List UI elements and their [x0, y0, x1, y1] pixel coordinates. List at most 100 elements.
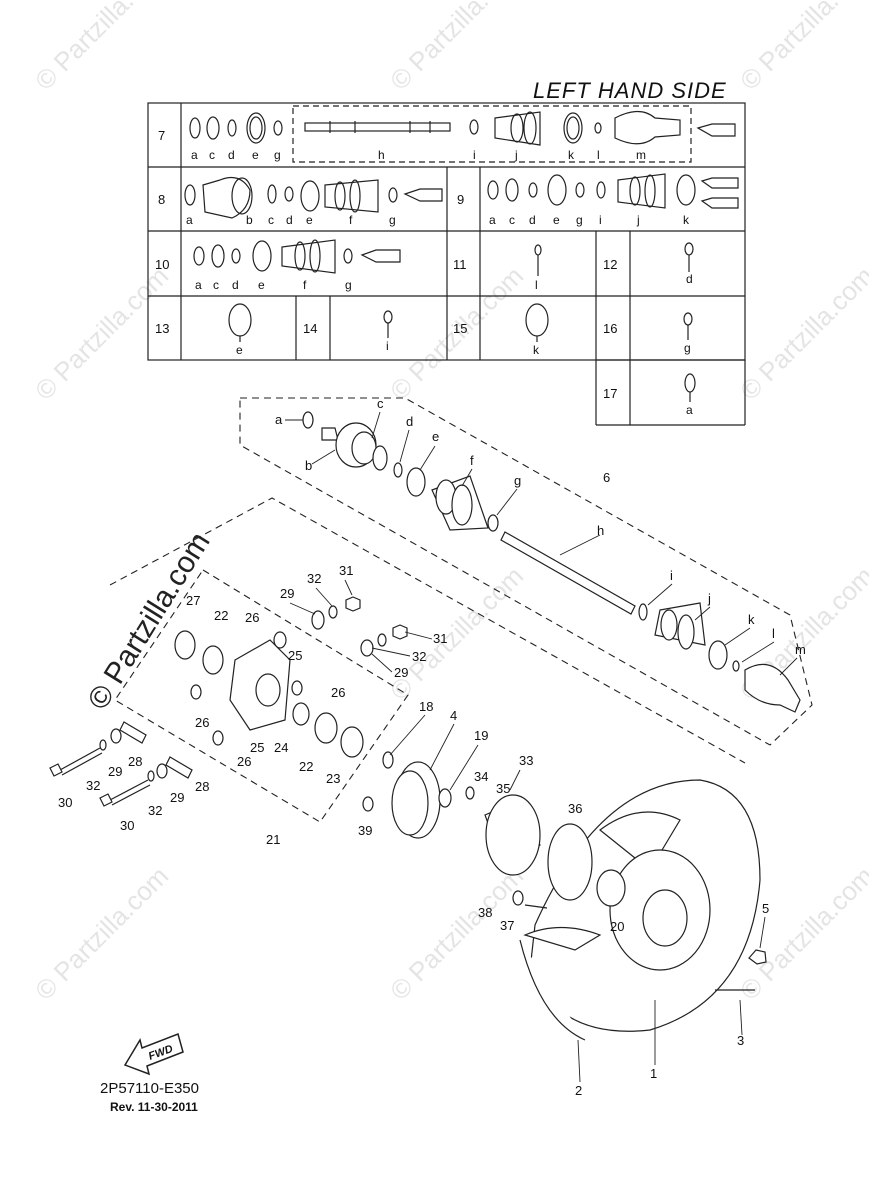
callout-label: 28 — [195, 779, 209, 794]
callout-label: 26 — [237, 754, 251, 769]
callout-label: 36 — [568, 801, 582, 816]
kit-number: 12 — [603, 257, 617, 272]
callout-label: 25 — [288, 648, 302, 663]
callout-label: 26 — [195, 715, 209, 730]
kit-8-parts — [184, 177, 443, 219]
callout-label: 26 — [245, 610, 259, 625]
kit-number: 8 — [158, 192, 165, 207]
callout-label: f — [470, 453, 474, 468]
kit-number: 11 — [453, 257, 467, 272]
callout-label: 2 — [575, 1083, 582, 1098]
kit-10-letter: g — [345, 278, 352, 292]
kit-table — [147, 102, 746, 426]
callout-label: k — [748, 612, 755, 627]
callout-label: 22 — [299, 759, 313, 774]
kit-7-letter: i — [473, 148, 476, 162]
kit-7-letter: e — [252, 148, 259, 162]
diagram-code: 2P57110-E350 — [100, 1080, 199, 1097]
kit-11-letter: l — [535, 278, 538, 292]
kit-10-letter: f — [303, 278, 307, 292]
callout-label: 4 — [450, 708, 457, 723]
callout-label: 20 — [610, 919, 624, 934]
callout-label: 35 — [496, 781, 510, 796]
kit-9-letter: k — [683, 213, 690, 227]
kit-12-letter: d — [686, 272, 693, 286]
callout-label: a — [275, 412, 283, 427]
callout-label: 6 — [603, 470, 610, 485]
callout-label: 5 — [762, 901, 769, 916]
kit-14-letter: i — [386, 339, 389, 353]
kit-7-letter: c — [209, 148, 215, 162]
single-kit-parts — [228, 242, 696, 402]
kit-8-letter: b — [246, 213, 253, 227]
kit-7-parts — [189, 110, 736, 146]
callout-label: m — [795, 642, 806, 657]
kit-number: 16 — [603, 321, 617, 336]
kit-8-letter: a — [186, 213, 193, 227]
drive-shaft — [302, 411, 801, 713]
callout-label: 22 — [214, 608, 228, 623]
kit-7-letter: g — [274, 148, 281, 162]
callout-label: 29 — [170, 790, 184, 805]
kit-10-letter: c — [213, 278, 219, 292]
callout-label: 29 — [394, 665, 408, 680]
kit-number: 15 — [453, 321, 467, 336]
kit-10-parts — [193, 239, 401, 274]
callout-label: j — [707, 591, 711, 606]
callout-label: i — [670, 568, 673, 583]
kit-8-letter: f — [349, 213, 353, 227]
kit-9-letter: d — [529, 213, 536, 227]
kit-9-letter: g — [576, 213, 583, 227]
diagram-revision: Rev. 11-30-2011 — [110, 1100, 198, 1114]
callout-label: 32 — [307, 571, 321, 586]
kit-7-letter: l — [597, 148, 600, 162]
callout-label: 37 — [500, 918, 514, 933]
callout-label: 21 — [266, 832, 280, 847]
callout-label: d — [406, 414, 413, 429]
diagram-title: LEFT HAND SIDE — [533, 78, 727, 103]
kit-10-letter: e — [258, 278, 265, 292]
callout-label: 26 — [331, 685, 345, 700]
kit-number: 7 — [158, 128, 165, 143]
callout-label: c — [377, 396, 384, 411]
knuckle-parts — [49, 596, 408, 807]
callout-label: 1 — [650, 1066, 657, 1081]
callout-label: 32 — [148, 803, 162, 818]
callout-label: 39 — [358, 823, 372, 838]
kit-17-letter: a — [686, 403, 693, 417]
callout-label: 32 — [86, 778, 100, 793]
kit-7-letter: m — [636, 148, 646, 162]
assembly-outlines — [109, 397, 813, 823]
callout-label: 27 — [186, 593, 200, 608]
callout-label: 32 — [412, 649, 426, 664]
kit-16-letter: g — [684, 341, 691, 355]
callout-label: 3 — [737, 1033, 744, 1048]
kit-15-letter: k — [533, 343, 540, 357]
callout-label: 38 — [478, 905, 492, 920]
callout-label: 25 — [250, 740, 264, 755]
callout-label: 23 — [326, 771, 340, 786]
wheel-assembly — [362, 751, 767, 1041]
callout-label: 31 — [339, 563, 353, 578]
kit-8-letter: d — [286, 213, 293, 227]
callout-label: 29 — [108, 764, 122, 779]
callout-label: b — [305, 458, 312, 473]
kit-7-letter: j — [514, 148, 518, 162]
callout-label: 33 — [519, 753, 533, 768]
callout-label: 30 — [120, 818, 134, 833]
kit-8-letter: g — [389, 213, 396, 227]
callout-label: 18 — [419, 699, 433, 714]
kit-10-letter: d — [232, 278, 239, 292]
kit-7-letter: k — [568, 148, 575, 162]
kit-9-letter: e — [553, 213, 560, 227]
leader-lines — [285, 411, 798, 1083]
callout-label: 24 — [274, 740, 288, 755]
kit-10-letter: a — [195, 278, 202, 292]
kit-9-letter: c — [509, 213, 515, 227]
kit-number: 10 — [155, 257, 169, 272]
callout-label: g — [514, 473, 521, 488]
kit-13-letter: e — [236, 343, 243, 357]
kit-9-parts — [487, 173, 739, 209]
kit-number: 14 — [303, 321, 317, 336]
